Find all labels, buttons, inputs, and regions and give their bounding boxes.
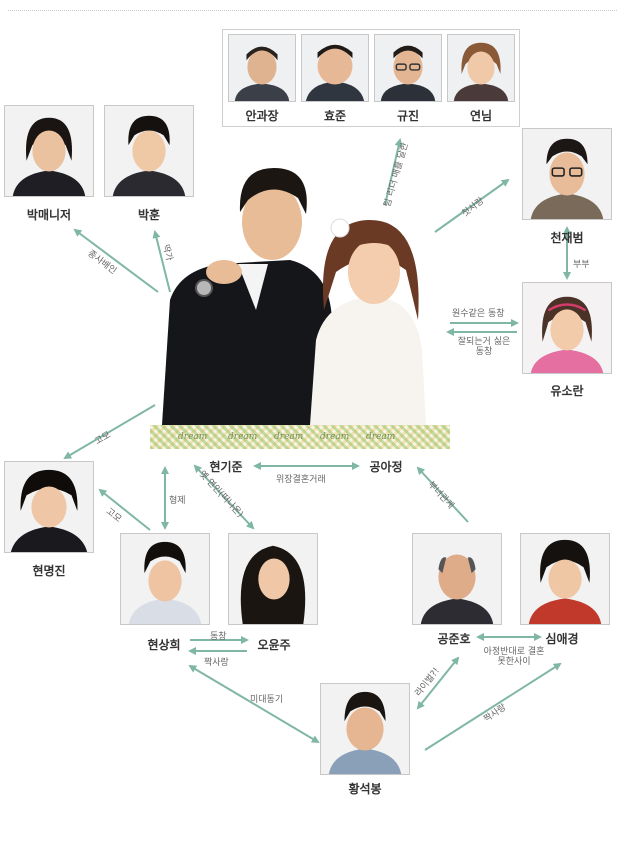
couple-photo-icon bbox=[162, 168, 426, 425]
woman-portrait-icon bbox=[521, 534, 609, 624]
banner-word-4: dream bbox=[320, 432, 350, 442]
park-hoon-portrait[interactable] bbox=[104, 105, 194, 197]
cheon-jaebeom-portrait[interactable] bbox=[522, 128, 612, 220]
man-portrait-icon bbox=[121, 534, 209, 624]
banner-word-5: dream bbox=[366, 432, 396, 442]
arrow-to-cast-group bbox=[384, 138, 403, 206]
hwang-seokbong-portrait[interactable] bbox=[320, 683, 410, 775]
cast-member-portrait-1[interactable] bbox=[228, 34, 296, 102]
woman-portrait-icon bbox=[229, 534, 317, 624]
woman-portrait-icon bbox=[5, 106, 93, 196]
arrow-same-age bbox=[188, 664, 320, 744]
label-jealous-classmate: 잘되는거 싫은 동창 bbox=[457, 337, 511, 357]
cast-member-name-1: 안과장 bbox=[245, 109, 279, 123]
cast-member-name-4: 연님 bbox=[469, 109, 493, 123]
o-yunju-name: 오윤주 bbox=[257, 638, 291, 652]
cast-member-name-3: 규진 bbox=[396, 109, 420, 123]
label-enemy-classmate: 원수같은 동창 bbox=[452, 309, 505, 319]
o-yunju-portrait[interactable] bbox=[228, 533, 318, 625]
park-manager-portrait[interactable] bbox=[4, 105, 94, 197]
hyeon-gijun-name[interactable]: 현기준 bbox=[209, 460, 243, 474]
banner-word-3: dream bbox=[274, 432, 304, 442]
man-portrait-icon bbox=[523, 129, 611, 219]
cast-member-portrait-2[interactable] bbox=[301, 34, 369, 102]
yu-soran-name: 유소란 bbox=[550, 384, 584, 398]
label-couple: 부부 bbox=[573, 260, 590, 270]
main-couple-illustration bbox=[160, 160, 450, 425]
arrow-to-park-hoon bbox=[152, 230, 171, 293]
cheon-jaebeom-name: 천재범 bbox=[550, 231, 584, 245]
arrow-gong-to-ajeong bbox=[416, 466, 469, 523]
hwang-seokbong-name: 황석봉 bbox=[348, 782, 382, 796]
man-portrait-icon bbox=[229, 35, 295, 101]
hyeon-myeongjin-name: 현명진 bbox=[32, 564, 66, 578]
label-same-age: 미대동기 bbox=[250, 695, 284, 705]
banner-word-2: dream bbox=[228, 432, 258, 442]
label-classmate: 동창 bbox=[210, 632, 227, 642]
woman-portrait-icon bbox=[523, 283, 611, 373]
man-portrait-icon bbox=[375, 35, 441, 101]
man-portrait-icon bbox=[105, 106, 193, 196]
cast-group-box bbox=[222, 29, 520, 127]
label-crush: 짝사랑 bbox=[204, 658, 229, 668]
label-siblings: 형제 bbox=[169, 496, 186, 506]
cast-member-portrait-4[interactable] bbox=[447, 34, 515, 102]
hyeon-myeongjin-portrait[interactable] bbox=[4, 461, 94, 553]
man-portrait-icon bbox=[302, 35, 368, 101]
man-portrait-icon bbox=[413, 534, 501, 624]
park-hoon-name: 박훈 bbox=[137, 208, 161, 222]
arrow-to-myeongjin-1 bbox=[63, 404, 156, 460]
cast-member-name-2: 효준 bbox=[323, 109, 347, 123]
arrow-to-myeongjin-2 bbox=[98, 488, 151, 531]
woman-portrait-icon bbox=[5, 462, 93, 552]
cast-member-portrait-3[interactable] bbox=[374, 34, 442, 102]
banner-word-1: dream bbox=[178, 432, 208, 442]
man-portrait-icon bbox=[321, 684, 409, 774]
top-divider bbox=[8, 10, 617, 11]
label-couple-opposed: 아정반대로 결혼못한사이 bbox=[483, 647, 545, 667]
arrow-to-park-manager bbox=[73, 228, 159, 293]
gong-junho-name: 공준호 bbox=[437, 632, 471, 646]
woman-portrait-icon bbox=[448, 35, 514, 101]
arrow-to-cheon bbox=[434, 178, 510, 233]
arrow-ex-lover bbox=[193, 464, 255, 530]
dream-banner: dream dream dream dream dream bbox=[150, 425, 450, 449]
yu-soran-portrait[interactable] bbox=[522, 282, 612, 374]
label-fake-marriage: 위장결혼거래 bbox=[276, 475, 326, 485]
hyeon-sanghui-portrait[interactable] bbox=[120, 533, 210, 625]
sim-aegyeong-portrait[interactable] bbox=[520, 533, 610, 625]
gong-ajeong-name[interactable]: 공아정 bbox=[369, 460, 403, 474]
arrow-rival bbox=[416, 656, 460, 710]
sim-aegyeong-name: 심애경 bbox=[545, 632, 579, 646]
gong-junho-portrait[interactable] bbox=[412, 533, 502, 625]
hyeon-sanghui-name: 현상희 bbox=[147, 638, 181, 652]
arrow-crush-2 bbox=[424, 662, 562, 751]
park-manager-name: 박매니저 bbox=[26, 208, 72, 222]
